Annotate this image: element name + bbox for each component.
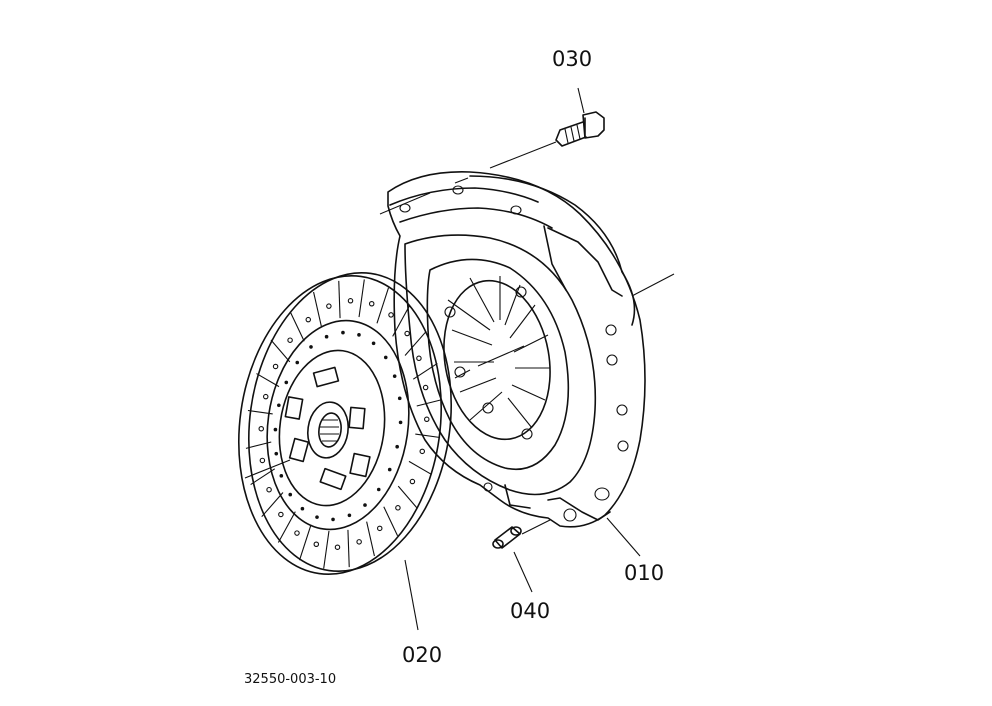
leader-lines — [244, 87, 675, 631]
callout-020: 020 — [402, 643, 442, 667]
callout-010: 010 — [624, 561, 664, 585]
clutch-disc — [237, 272, 453, 575]
friction-rivets — [258, 298, 430, 550]
diaphragm-fingers — [444, 276, 550, 440]
damper-springs — [284, 366, 371, 491]
callout-030: 030 — [552, 47, 592, 71]
pressure-plate-assembly — [387, 171, 646, 528]
drawing-code: 32550-003-10 — [244, 672, 336, 687]
callout-040: 040 — [510, 599, 550, 623]
friction-segments — [245, 279, 443, 569]
flange-holes — [399, 185, 629, 522]
bolt — [555, 111, 605, 147]
dowel-pin — [492, 526, 522, 549]
